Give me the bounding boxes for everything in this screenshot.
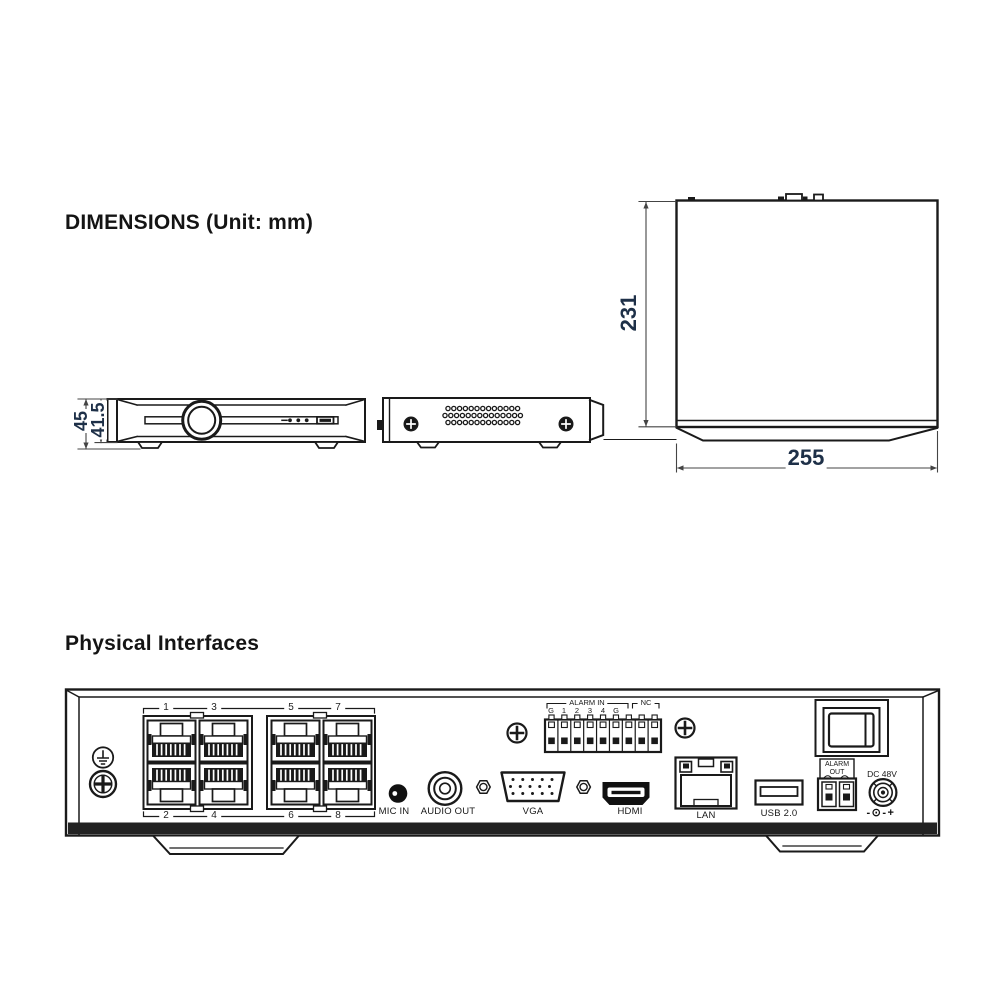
front-view-drawing [106,398,366,449]
dimension-top-width: 255 [785,445,827,470]
poe-port-label-5: 5 [284,703,298,713]
power-switch [814,699,889,757]
audio-out-label: AUDIO OUT [420,806,476,817]
mic-jack [388,784,408,803]
nc-label: NC [637,699,655,707]
alarm-out-terminal-block [816,758,858,812]
poe-bottom-bracket [142,811,376,818]
poe-port-label-6: 6 [284,811,298,821]
audio-jack [427,771,463,807]
front-led-indicators [288,418,309,423]
poe-port-label-3: 3 [207,703,221,713]
poe-port-label-7: 7 [331,703,345,713]
alarm-in-pin-4: 4 [600,706,606,715]
chassis-screw-icon [88,769,118,799]
vga-connector [475,771,592,803]
alarm-in-pin-g2: G [613,706,619,715]
lan-label: LAN [696,810,716,821]
panel-screw-icon [506,722,528,744]
rear-panel-drawing [64,688,941,855]
poe-port-label-4: 4 [207,811,221,821]
alarm-in-label: ALARM IN [566,699,608,707]
dimension-front-body-height: 41.5 [87,400,108,440]
alarm-out-label-line2: OUT [829,768,845,776]
hdmi-connector [602,782,650,805]
poe-block-1 [142,715,253,810]
alarm-in-pin-g1: G [548,706,554,715]
dc-polarity-mark: -⊙-+ [866,807,896,819]
top-view-drawing [603,193,939,442]
mic-in-label: MIC IN [378,806,410,817]
alarm-in-pin-2: 2 [574,706,580,715]
dc-power-jack [868,777,898,807]
alarm-in-pin-1: 1 [561,706,567,715]
lan-port [674,756,738,810]
alarm-out-label-line1: ALARM [824,761,850,768]
usb-label: USB 2.0 [760,808,798,819]
vent-holes [442,405,524,426]
dc-48v-label: DC 48V [867,769,897,779]
dimension-top-depth: 231 [616,292,641,334]
hdmi-label: HDMI [617,806,643,817]
ground-icon [91,746,115,769]
alarm-in-pin-3: 3 [587,706,593,715]
poe-port-label-1: 1 [159,703,173,713]
poe-port-label-2: 2 [159,811,173,821]
usb-port [754,779,804,806]
panel-screw-icon [674,717,696,739]
poe-top-bracket [142,707,376,714]
poe-port-label-8: 8 [331,811,345,821]
poe-block-2 [266,715,376,810]
interfaces-heading: Physical Interfaces [65,632,260,655]
alarm-in-terminal-block [543,702,663,754]
side-view-drawing [377,397,605,449]
vga-label: VGA [522,806,544,817]
dimensions-heading: DIMENSIONS (Unit: mm) [65,211,314,234]
